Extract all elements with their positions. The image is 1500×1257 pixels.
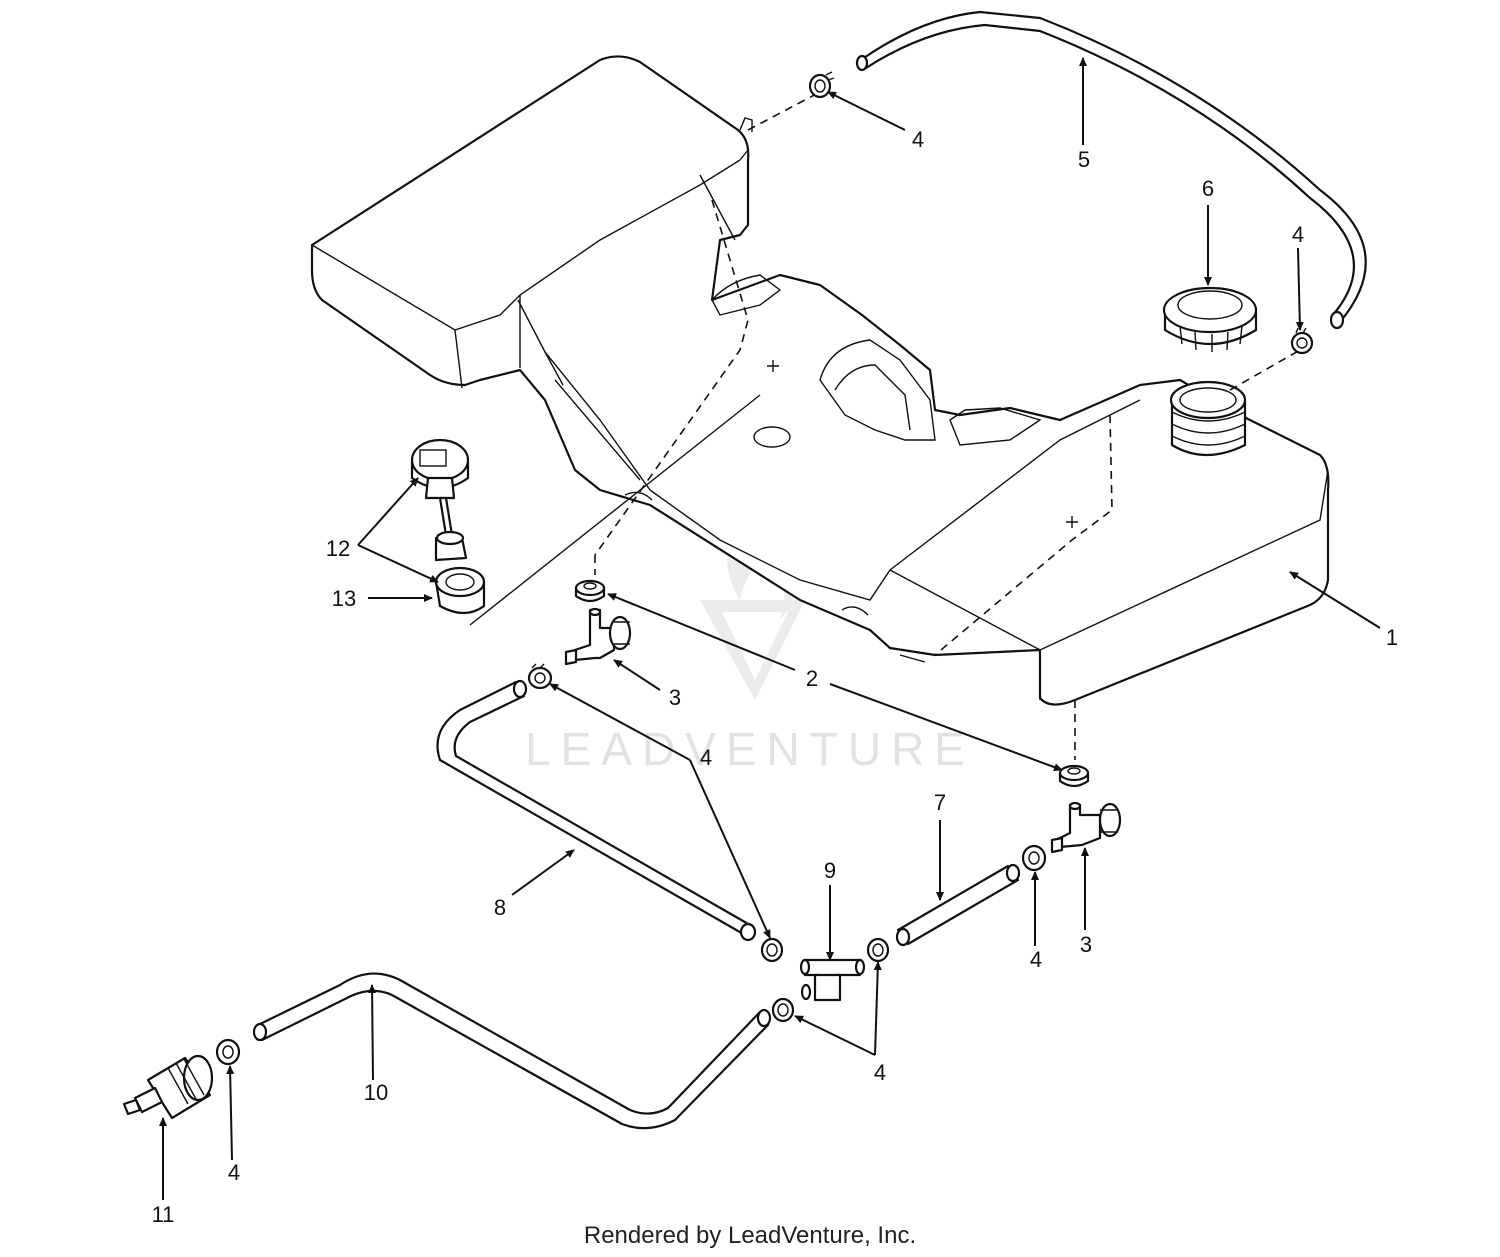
lower-fuel-hose [252, 972, 772, 1130]
gauge-leader-line [469, 394, 761, 626]
gauge-marker-right [1066, 516, 1078, 528]
shutoff-valve-left [564, 607, 632, 666]
gauge-grommet [434, 566, 486, 615]
hose-clamp-top [808, 71, 835, 99]
leader-4e-up [873, 961, 882, 1056]
left-fuel-hose [436, 679, 757, 942]
callout-10: 10 [364, 1080, 388, 1105]
leader-4c-down [689, 759, 771, 939]
callout-4-right: 4 [1030, 947, 1042, 972]
leader-3a [613, 659, 661, 691]
callout-8: 8 [494, 895, 506, 920]
leader-12a [357, 477, 419, 546]
fuel-tank [310, 55, 1330, 706]
dash-line-4 [934, 414, 1113, 656]
callout-3-right: 3 [1080, 932, 1092, 957]
callout-11: 11 [152, 1202, 175, 1227]
callout-5: 5 [1078, 147, 1090, 172]
leader-12b [357, 544, 439, 583]
dash-line-2 [1229, 349, 1301, 391]
watermark-text: LEADVENTURE [525, 723, 975, 775]
callout-12: 12 [326, 536, 350, 561]
leader-8 [511, 849, 575, 896]
footer-credit: Rendered by LeadVenture, Inc. [583, 1222, 917, 1249]
callout-7: 7 [934, 790, 946, 815]
hose-clamp-vent-right [1290, 327, 1314, 355]
leader-4a [827, 91, 906, 131]
callout-4-middle: 4 [700, 745, 712, 770]
bushing-left [574, 579, 606, 603]
leader-4f [226, 1065, 235, 1161]
callout-2: 2 [806, 666, 818, 691]
fuel-filter [122, 1054, 214, 1120]
callout-4-filter: 4 [228, 1160, 240, 1185]
vent-hose [855, 10, 1367, 330]
fuel-cap [1162, 286, 1258, 352]
callout-4-top: 4 [912, 127, 924, 152]
leader-4e-left [794, 1015, 876, 1056]
leader-2a [607, 593, 796, 671]
fuel-gauge [410, 438, 470, 562]
leader-4b [1295, 247, 1304, 331]
tee-fitting [799, 958, 866, 1002]
hose-clamp-tee-upper-right [866, 937, 890, 963]
callout-4-vent: 4 [1292, 222, 1304, 247]
leader-4c-up [549, 683, 691, 761]
callout-13: 13 [332, 586, 356, 611]
filler-neck [1169, 380, 1247, 456]
hose-clamp-filter [215, 1038, 241, 1066]
callout-3-left: 3 [669, 685, 681, 710]
dash-line-3 [594, 199, 749, 556]
shutoff-valve-right [1050, 801, 1122, 854]
short-fuel-hose [895, 863, 1021, 947]
leader-2b [829, 683, 1063, 771]
hose-clamp-left-valve [527, 663, 553, 690]
hose-clamp-right-valve [1021, 844, 1047, 872]
callout-1: 1 [1386, 625, 1398, 650]
hose-clamp-tee-lower [771, 997, 795, 1023]
callout-6: 6 [1202, 176, 1214, 201]
callout-4-tee: 4 [874, 1060, 886, 1085]
leader-1 [1289, 571, 1381, 629]
gauge-marker-left [767, 360, 779, 372]
callout-9: 9 [824, 858, 836, 883]
hose-clamp-tee-upper-left [760, 937, 784, 963]
dash-line-1 [747, 91, 821, 131]
leader-10 [368, 984, 377, 1081]
bushing-right [1058, 764, 1090, 788]
